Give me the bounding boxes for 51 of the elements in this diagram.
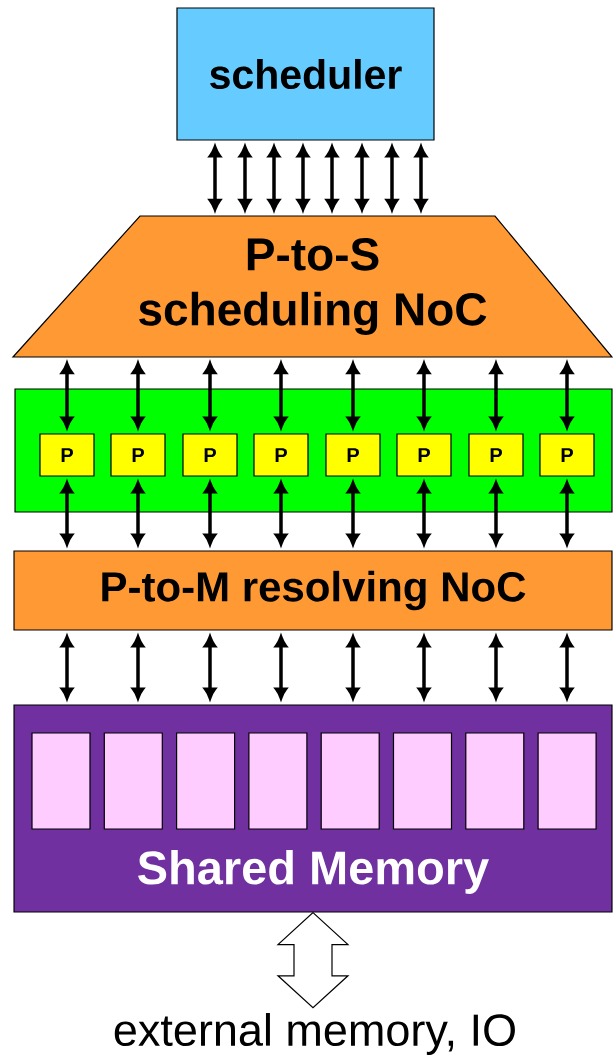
- arrow: [131, 481, 145, 546]
- arrow: [346, 635, 360, 700]
- arrow: [385, 145, 399, 211]
- arrow: [60, 362, 74, 429]
- memory-bank: [392, 732, 453, 830]
- arrow: [203, 362, 217, 429]
- arrow: [560, 635, 574, 700]
- arrow: [346, 362, 360, 429]
- scheduler-box: scheduler: [176, 7, 435, 141]
- memory-bank: [248, 732, 308, 830]
- processor-box: P: [539, 433, 595, 477]
- arrow: [296, 145, 310, 211]
- processor-box: P: [396, 433, 452, 477]
- arrow: [489, 362, 503, 429]
- arrow: [417, 481, 431, 546]
- processor-box: P: [39, 433, 95, 477]
- arrow: [417, 362, 431, 429]
- arrow: [267, 145, 281, 211]
- arrow: [560, 481, 574, 546]
- arrow: [325, 145, 339, 211]
- arrow: [346, 481, 360, 546]
- arrow: [417, 635, 431, 700]
- arrow: [274, 362, 288, 429]
- memory-bank: [31, 732, 91, 830]
- processor-box: P: [182, 433, 238, 477]
- processor-box: P: [253, 433, 309, 477]
- arrow: [60, 481, 74, 546]
- arrow: [414, 145, 428, 211]
- arrow: [355, 145, 369, 211]
- arrow: [489, 481, 503, 546]
- arrow: [208, 145, 222, 211]
- memory-bank: [465, 732, 525, 830]
- noc-box: P-to-M resolving NoC: [13, 550, 613, 631]
- arrow: [274, 481, 288, 546]
- caption-text: external memory, IO: [114, 1013, 515, 1055]
- arrow: [238, 145, 252, 211]
- arrow: [203, 481, 217, 546]
- processor-box: P: [110, 433, 166, 477]
- arrow: [131, 635, 145, 700]
- processor-box: P: [468, 433, 524, 477]
- memory-bank: [320, 732, 380, 830]
- memory-bank: [537, 732, 597, 830]
- processor-box: P: [325, 433, 381, 477]
- memory-bank: [176, 732, 236, 830]
- arrow: [203, 635, 217, 700]
- arrow: [489, 635, 503, 700]
- arrow: [131, 362, 145, 429]
- arrow: [60, 635, 74, 700]
- memory-bank: [103, 732, 163, 830]
- arrow: [560, 362, 574, 429]
- arrow: [274, 635, 288, 700]
